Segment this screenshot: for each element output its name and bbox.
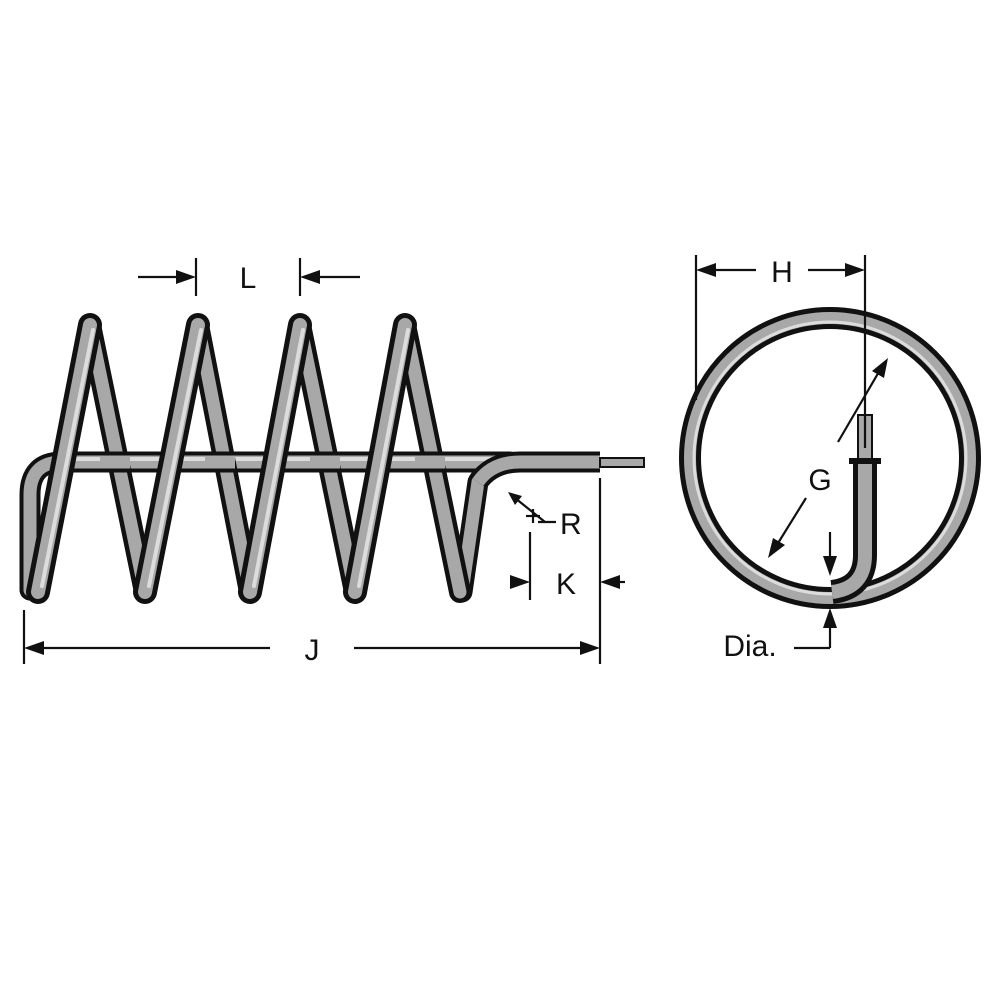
label-G: G — [808, 464, 831, 497]
leg-end-stub — [829, 414, 881, 604]
dimension-R: R — [508, 492, 582, 541]
spring-side-view: L R K J — [19, 258, 645, 667]
label-K: K — [556, 568, 576, 601]
dimension-dia: Dia. — [723, 532, 837, 663]
label-H: H — [771, 256, 793, 289]
wire-tip — [599, 457, 645, 468]
dimension-H: H — [694, 255, 867, 448]
dimension-G: G — [768, 358, 888, 558]
coil-front-segments — [26, 313, 417, 604]
label-R: R — [560, 508, 582, 541]
label-J: J — [305, 634, 320, 667]
spring-end-view: H G Dia. — [679, 255, 981, 663]
dimension-J: J — [22, 610, 600, 667]
label-dia: Dia. — [723, 630, 776, 663]
label-L: L — [240, 262, 257, 295]
dimension-K: K — [510, 478, 625, 664]
dimension-L: L — [138, 258, 360, 296]
